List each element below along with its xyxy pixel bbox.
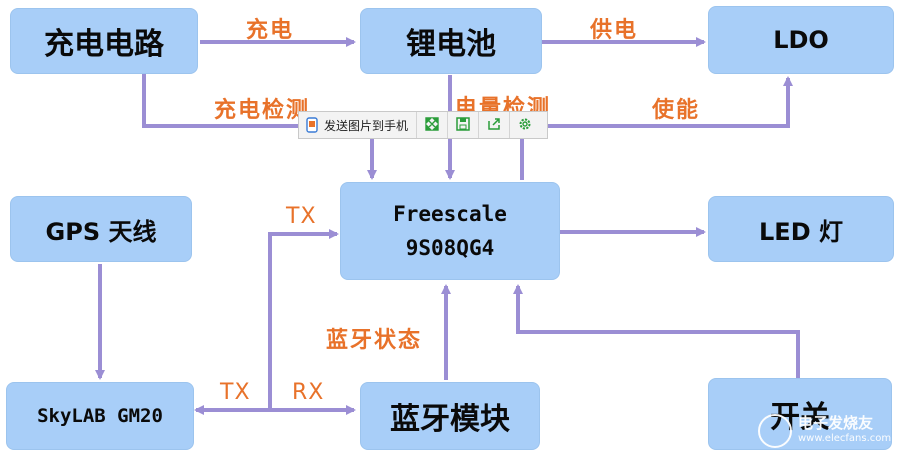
image-toolbar: 发送图片到手机 (298, 111, 548, 139)
settings-button[interactable] (510, 112, 540, 138)
battery-box: 锂电池 (360, 8, 542, 74)
elecfans-watermark: 电子发烧友 www.elecfans.com (758, 414, 891, 448)
gps-antenna-box: GPS 天线 (10, 196, 192, 262)
bluetooth-module-label: 蓝牙模块 (390, 402, 510, 437)
charge-circuit-label: 充电电路 (44, 27, 164, 62)
bt-status-label: 蓝牙状态 (326, 328, 423, 353)
mcu-box: Freescale 9S08QG4 (340, 182, 560, 280)
led-label: LED 灯 (759, 217, 843, 246)
skylab-box: SkyLAB GM20 (6, 382, 194, 450)
watermark-text: 电子发烧友 (798, 414, 874, 432)
settings-icon (518, 117, 532, 134)
tx-top-label: TX (286, 204, 317, 229)
elecfans-logo-icon (758, 414, 792, 448)
charge-circuit-box: 充电电路 (10, 8, 198, 74)
watermark-site: www.elecfans.com (798, 433, 892, 444)
switch-box: 开关 (708, 378, 892, 450)
rx-bottom-label: RX (292, 380, 325, 405)
arrow-tx-top (268, 229, 339, 410)
gps-antenna-label: GPS 天线 (45, 217, 157, 246)
enable-label: 使能 (652, 98, 701, 123)
share-button[interactable] (479, 112, 511, 138)
save-icon (456, 116, 470, 134)
arrow-switch (513, 284, 800, 378)
share-icon (487, 117, 501, 134)
send-phone-icon (305, 117, 319, 133)
send-to-phone-label: 发送图片到手机 (324, 118, 409, 133)
mcu-label-line2: 9S08QG4 (405, 236, 495, 260)
tx-bottom-label: TX (220, 380, 251, 405)
ldo-box: LDO (708, 6, 894, 74)
save-button[interactable] (448, 112, 480, 138)
expand-button[interactable] (417, 112, 449, 138)
skylab-label: SkyLAB GM20 (37, 405, 163, 427)
battery-label: 锂电池 (406, 27, 496, 62)
led-box: LED 灯 (708, 196, 894, 262)
arrow-charge-detect (142, 72, 377, 180)
power-supply-label: 供电 (590, 18, 639, 43)
send-to-phone-button[interactable]: 发送图片到手机 (299, 112, 418, 138)
arrow-enable (520, 76, 793, 180)
bluetooth-module-box: 蓝牙模块 (360, 382, 540, 450)
expand-icon (425, 116, 439, 134)
mcu-label-line1: Freescale (393, 202, 507, 226)
ldo-label: LDO (773, 26, 829, 54)
charge-label: 充电 (246, 18, 295, 43)
charge-detect-label: 充电检测 (214, 98, 311, 123)
